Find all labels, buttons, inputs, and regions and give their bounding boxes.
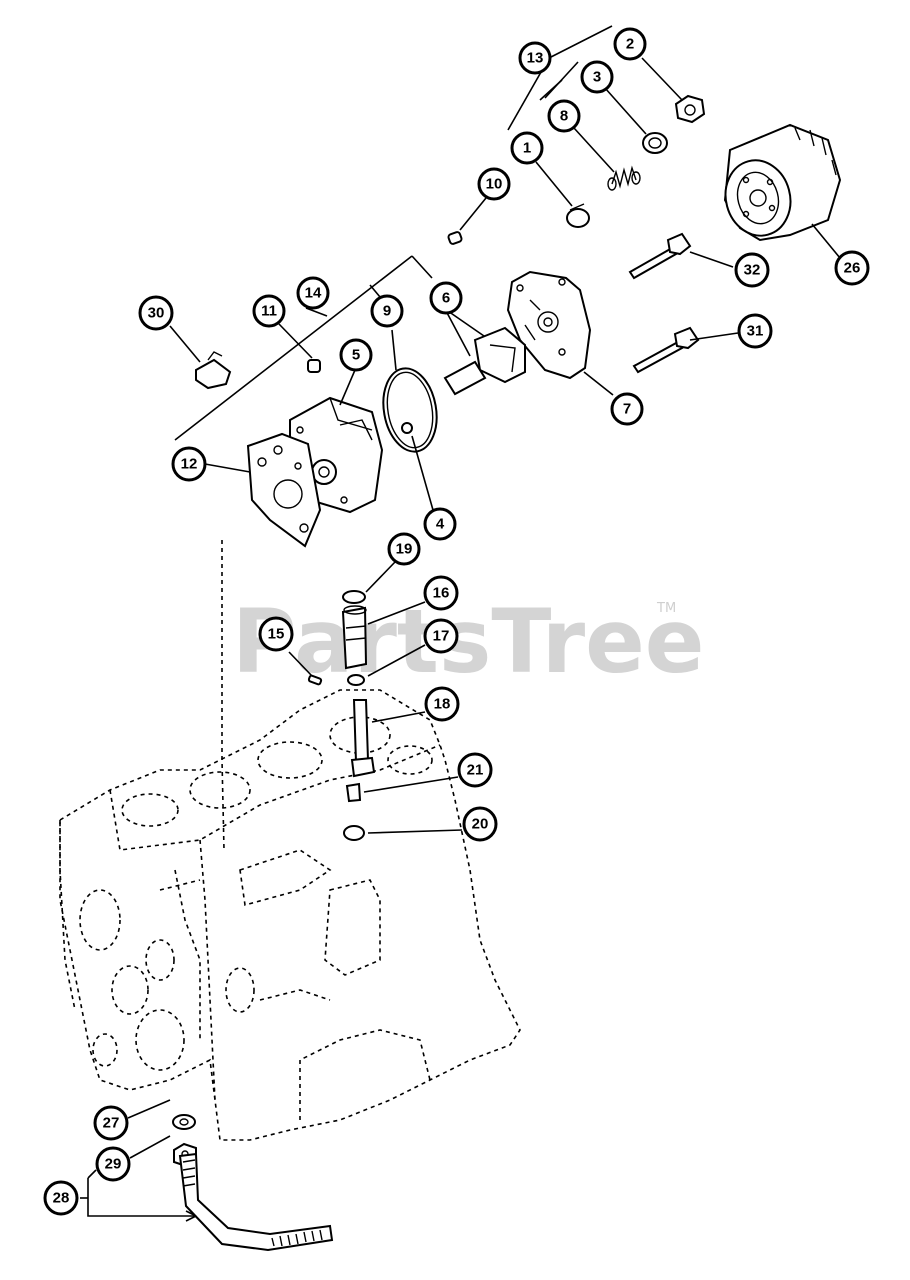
svg-text:8: 8 (560, 108, 568, 125)
svg-text:20: 20 (472, 816, 489, 833)
part-20-plug (343, 825, 365, 841)
callout-1[interactable]: 1 (510, 131, 544, 165)
part-12-gasket (246, 432, 322, 548)
part-6-rotor-shaft (443, 326, 526, 396)
part-32-bolt (628, 232, 692, 280)
part-15-pin (307, 674, 323, 686)
callout-5[interactable]: 5 (339, 338, 373, 372)
svg-text:9: 9 (383, 303, 391, 320)
callout-12[interactable]: 12 (171, 446, 207, 482)
svg-text:7: 7 (623, 401, 631, 418)
part-19-ring (342, 590, 366, 604)
svg-text:12: 12 (181, 456, 198, 473)
callout-21[interactable]: 21 (457, 752, 493, 788)
svg-text:2: 2 (626, 36, 634, 53)
part-28-dipstick-tube (178, 1152, 334, 1252)
callout-8[interactable]: 8 (547, 99, 581, 133)
svg-text:17: 17 (433, 628, 450, 645)
svg-text:21: 21 (467, 762, 484, 779)
callout-27[interactable]: 27 (93, 1105, 129, 1141)
callout-3[interactable]: 3 (580, 60, 614, 94)
callout-14[interactable]: 14 (296, 276, 330, 310)
callout-20[interactable]: 20 (462, 806, 498, 842)
svg-text:31: 31 (747, 323, 764, 340)
part-8-spring (607, 165, 641, 191)
part-21-bolt (345, 782, 362, 803)
svg-text:13: 13 (527, 50, 544, 67)
svg-text:26: 26 (844, 260, 861, 277)
svg-text:4: 4 (436, 516, 445, 533)
callout-10[interactable]: 10 (477, 167, 511, 201)
callout-13[interactable]: 13 (518, 41, 552, 75)
callout-6[interactable]: 6 (429, 281, 463, 315)
watermark-tm: TM (656, 601, 676, 616)
part-10-plug (447, 231, 463, 245)
watermark: PartsTree TM (232, 590, 704, 693)
svg-text:29: 29 (105, 1156, 122, 1173)
callout-31[interactable]: 31 (737, 313, 773, 349)
part-27-washer (172, 1114, 196, 1130)
callout-18[interactable]: 18 (424, 686, 460, 722)
engine-block (59, 689, 521, 1141)
svg-text:5: 5 (352, 347, 360, 364)
callout-28[interactable]: 28 (43, 1180, 79, 1216)
part-1-valve (566, 203, 590, 228)
callout-9[interactable]: 9 (370, 294, 404, 328)
svg-text:32: 32 (744, 262, 761, 279)
svg-text:27: 27 (103, 1115, 120, 1132)
svg-text:10: 10 (486, 176, 503, 193)
callout-11[interactable]: 11 (252, 294, 286, 328)
part-18-pipe (350, 699, 376, 778)
watermark-text: PartsTree (232, 590, 704, 693)
part-9-o-ring (382, 367, 438, 453)
svg-text:19: 19 (396, 541, 413, 558)
svg-text:6: 6 (442, 290, 450, 307)
svg-text:15: 15 (268, 626, 285, 643)
callout-19[interactable]: 19 (387, 532, 421, 566)
callout-15[interactable]: 15 (258, 616, 294, 652)
callout-2[interactable]: 2 (613, 27, 647, 61)
part-31-bolt (632, 326, 700, 374)
part-17-washer (347, 674, 365, 686)
callout-32[interactable]: 32 (734, 252, 770, 288)
callout-16[interactable]: 16 (423, 575, 459, 611)
callout-4[interactable]: 4 (423, 507, 457, 541)
callout-30[interactable]: 30 (138, 295, 174, 331)
svg-text:1: 1 (523, 140, 531, 157)
part-26-oil-filter (723, 123, 842, 242)
svg-text:3: 3 (593, 69, 601, 86)
part-2-nut (674, 94, 706, 124)
svg-text:11: 11 (261, 303, 277, 320)
svg-text:28: 28 (53, 1190, 70, 1207)
svg-text:18: 18 (434, 696, 451, 713)
part-30-sender (195, 351, 232, 390)
svg-text:16: 16 (433, 585, 450, 602)
callout-29[interactable]: 29 (95, 1146, 131, 1182)
part-3-sleeve (642, 132, 668, 154)
svg-text:30: 30 (148, 305, 165, 322)
svg-text:14: 14 (305, 285, 322, 302)
callout-7[interactable]: 7 (610, 392, 644, 426)
leader-lines (80, 25, 841, 1222)
part-4-pin (401, 422, 413, 434)
part-11-plug (307, 359, 321, 373)
part-16-sleeve (341, 605, 368, 670)
callout-17[interactable]: 17 (423, 618, 459, 654)
callout-26[interactable]: 26 (834, 250, 870, 286)
part-7-pump-cover (506, 270, 592, 380)
